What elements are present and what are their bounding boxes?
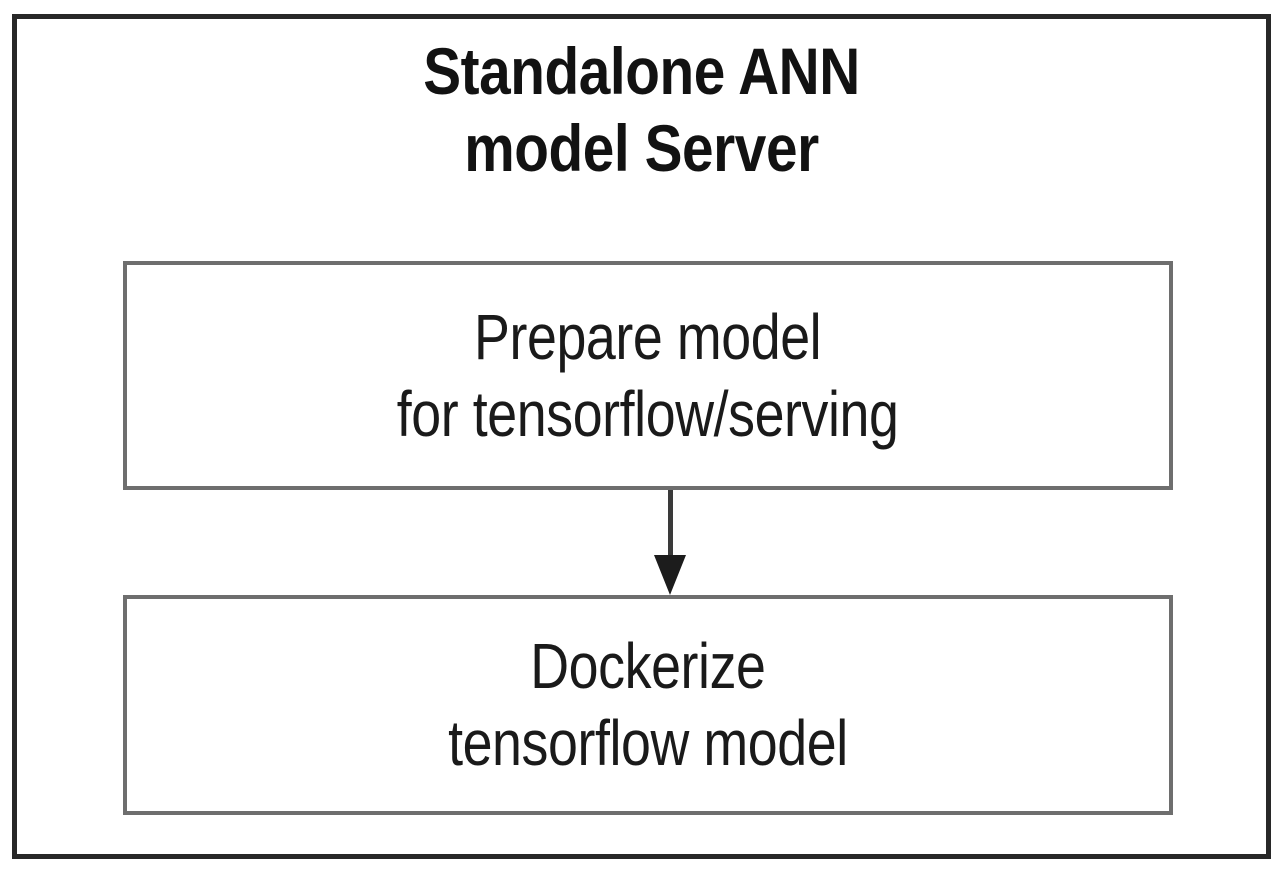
node-dockerize-model-label: Dockerize tensorflow model	[448, 630, 848, 779]
arrow-prepare-to-dockerize	[654, 490, 686, 595]
node-prepare-model[interactable]: Prepare model for tensorflow/serving	[123, 261, 1173, 490]
standalone-ann-model-server-container: Standalone ANN model Server Prepare mode…	[12, 14, 1271, 859]
node-dockerize-model[interactable]: Dockerize tensorflow model	[123, 595, 1173, 815]
node-prepare-model-label: Prepare model for tensorflow/serving	[397, 300, 899, 450]
arrow-head-icon	[654, 555, 686, 595]
container-title: Standalone ANN model Server	[423, 34, 860, 186]
arrow-shaft	[668, 490, 673, 568]
